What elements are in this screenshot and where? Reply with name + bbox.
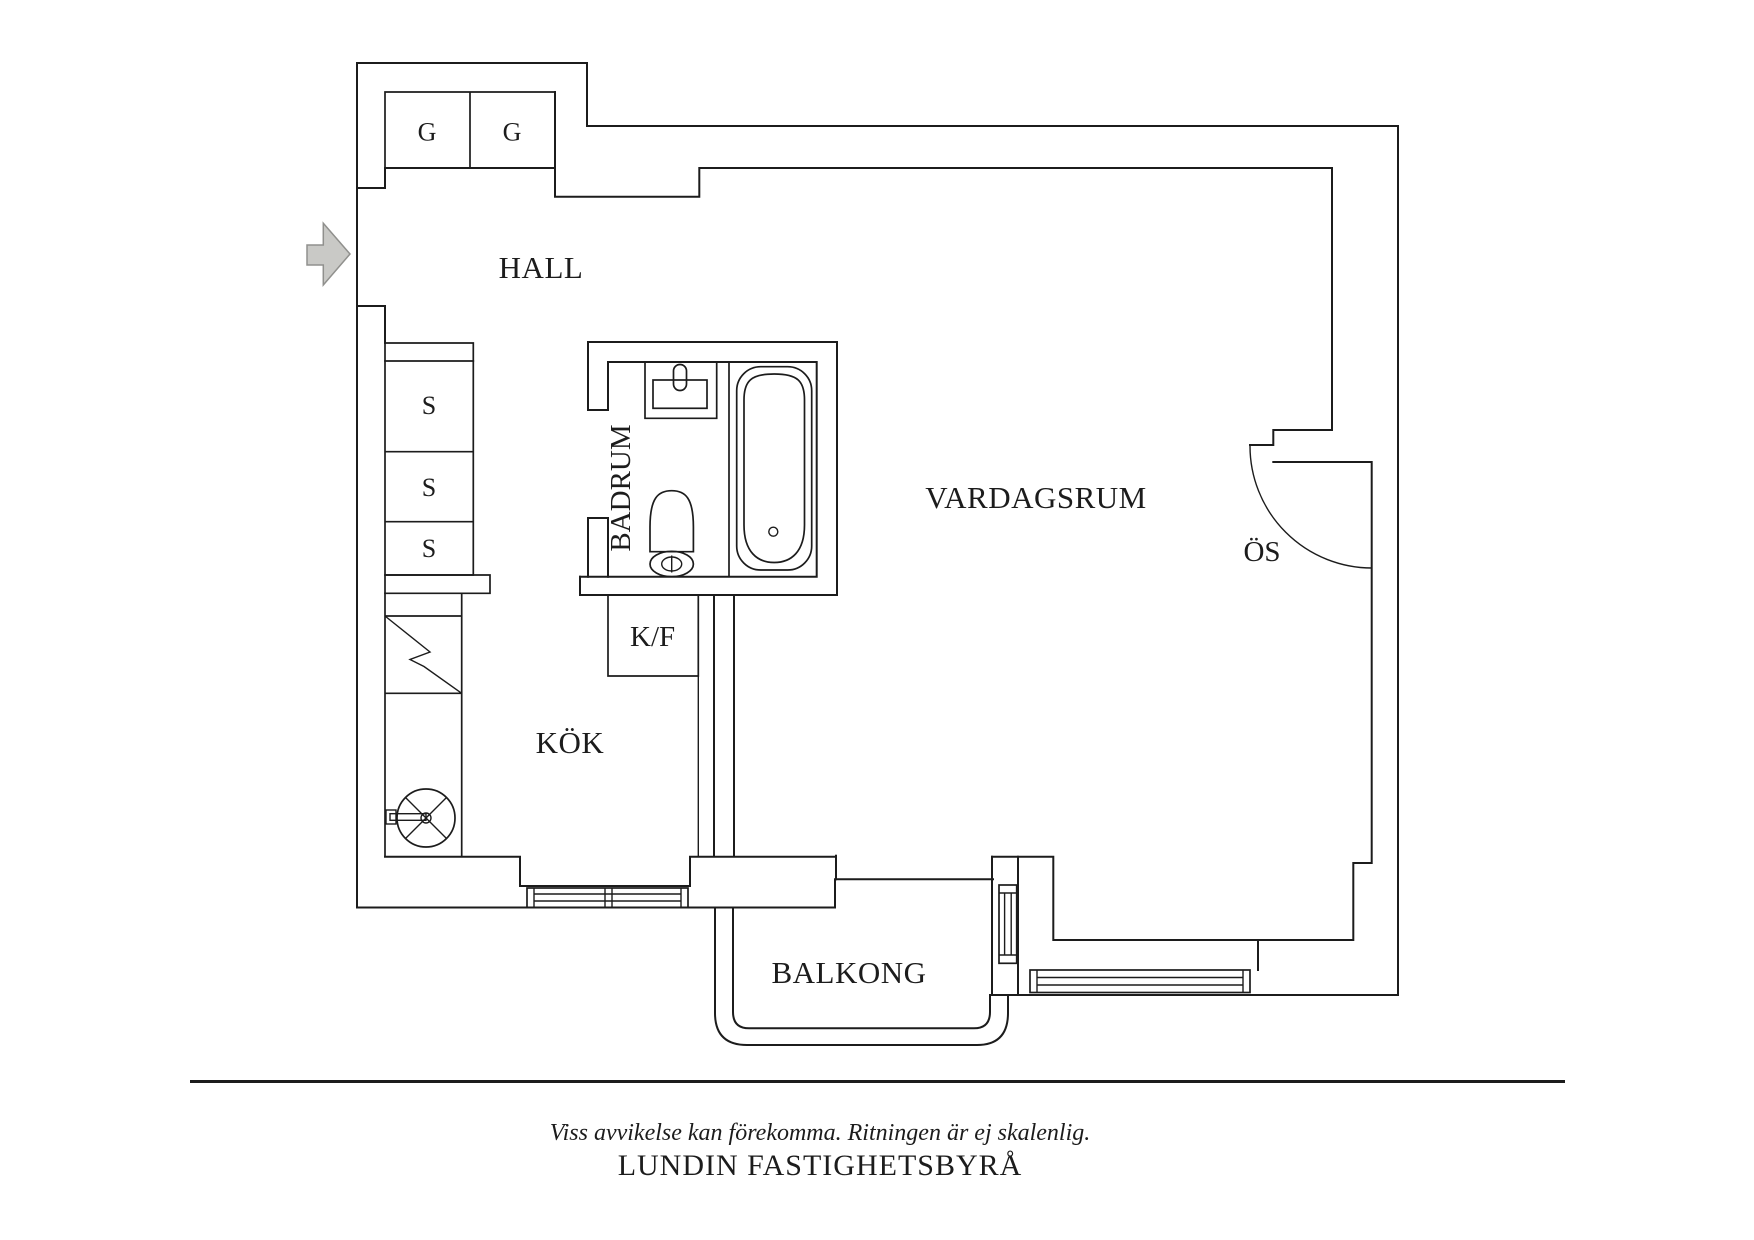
outer-walls	[356, 62, 1399, 996]
balcony-side-wall	[991, 855, 1019, 996]
livingroom-door	[1249, 429, 1373, 569]
balcony-rail-outer	[714, 906, 1009, 1046]
label-closet-s3: S	[422, 534, 436, 563]
bathroom-inner-wall	[579, 361, 818, 578]
label-vardagsrum: VARDAGSRUM	[925, 480, 1147, 515]
bathroom-outer-wall	[579, 341, 838, 596]
bathtub-icon	[735, 365, 813, 571]
balcony	[714, 884, 1018, 1046]
hall-closets	[384, 91, 556, 595]
room-labels: HALL BADRUM VARDAGSRUM KÖK BALKONG K/F Ö…	[418, 118, 1281, 991]
footer-divider	[190, 1080, 1565, 1083]
kitchen-window	[526, 887, 689, 909]
inner-wall-bottom	[384, 855, 837, 887]
tall-cabinet-zigzag	[384, 615, 463, 694]
label-balkong: BALKONG	[771, 955, 926, 990]
balcony-side-window	[998, 884, 1018, 965]
s-closets-box	[384, 360, 475, 576]
label-fridge-freezer: K/F	[630, 621, 675, 653]
label-os: ÖS	[1243, 536, 1280, 568]
label-wardrobe-g1: G	[418, 118, 437, 147]
fridge-freezer-box	[607, 594, 700, 677]
stove-fan-icon	[385, 788, 456, 848]
hall-pier-upper	[356, 167, 386, 189]
door-swing-arc	[1249, 445, 1373, 569]
inner-walls	[356, 91, 1373, 996]
bathroom	[579, 341, 838, 596]
kitchen-counter-column	[384, 592, 463, 858]
footer-brand: LUNDIN FASTIGHETSBYRÅ	[617, 1149, 1023, 1182]
outer-wall-left-bottom	[356, 62, 994, 909]
label-hall: HALL	[499, 250, 584, 285]
footer-disclaimer: Viss avvikelse kan förekomma. Ritningen …	[549, 1120, 1091, 1146]
balcony-rail-inner	[732, 906, 991, 1030]
outer-wall-top-right	[356, 62, 1399, 996]
label-closet-s2: S	[422, 473, 436, 502]
bathroom-door-stubs	[587, 409, 609, 578]
label-wardrobe-g2: G	[503, 118, 522, 147]
kitchen-fixtures	[384, 592, 700, 909]
entry-arrow-icon	[306, 221, 351, 288]
label-badrum: BADRUM	[605, 424, 637, 551]
s-closet-shelf	[384, 342, 475, 362]
hall-pier-lower	[356, 305, 386, 344]
g-closets-box	[384, 91, 556, 169]
sink-icon	[644, 361, 718, 420]
door-jamb-block	[1249, 429, 1333, 446]
label-closet-s1: S	[422, 391, 436, 420]
s-closet-base-band	[384, 574, 491, 595]
label-kok: KÖK	[536, 725, 605, 760]
inner-wall-right-lower	[991, 461, 1373, 941]
toilet-icon	[649, 489, 695, 578]
livingroom-window	[1029, 969, 1251, 994]
kitchen-livingroom-wall	[713, 594, 735, 857]
